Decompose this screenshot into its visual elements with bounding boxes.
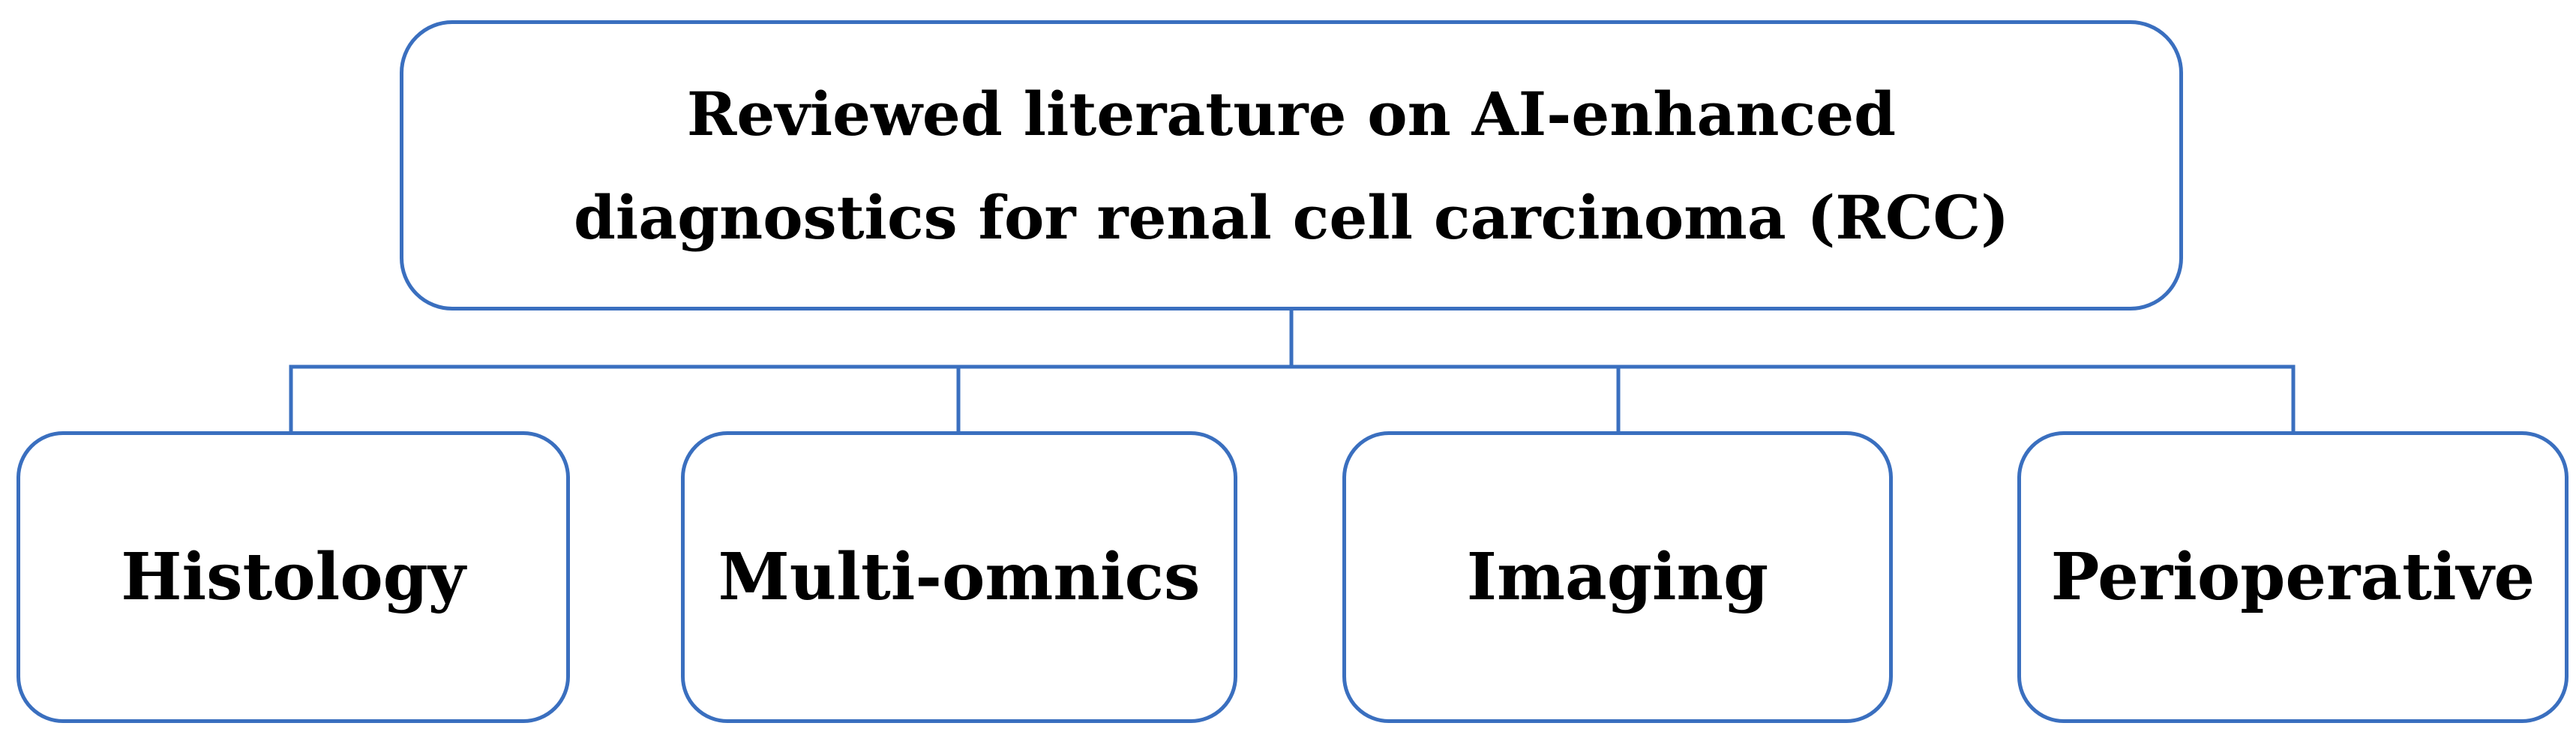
- root-title-line-1: Reviewed literature on AI-enhanced: [686, 78, 1897, 149]
- child-node-histology: Histology: [16, 431, 570, 723]
- child-label-histology: Histology: [121, 539, 466, 615]
- child-label-perioperative: Perioperative: [2050, 539, 2536, 615]
- child-node-perioperative: Perioperative: [2017, 431, 2569, 723]
- child-node-imaging: Imaging: [1342, 431, 1893, 723]
- root-title-line-2: diagnostics for renal cell carcinoma (RC…: [573, 182, 2010, 253]
- child-label-multi-omnics: Multi-omnics: [718, 539, 1201, 615]
- child-node-multi-omnics: Multi-omnics: [681, 431, 1237, 723]
- root-node: Reviewed literature on AI-enhanced diagn…: [400, 20, 2183, 310]
- child-label-imaging: Imaging: [1466, 539, 1769, 615]
